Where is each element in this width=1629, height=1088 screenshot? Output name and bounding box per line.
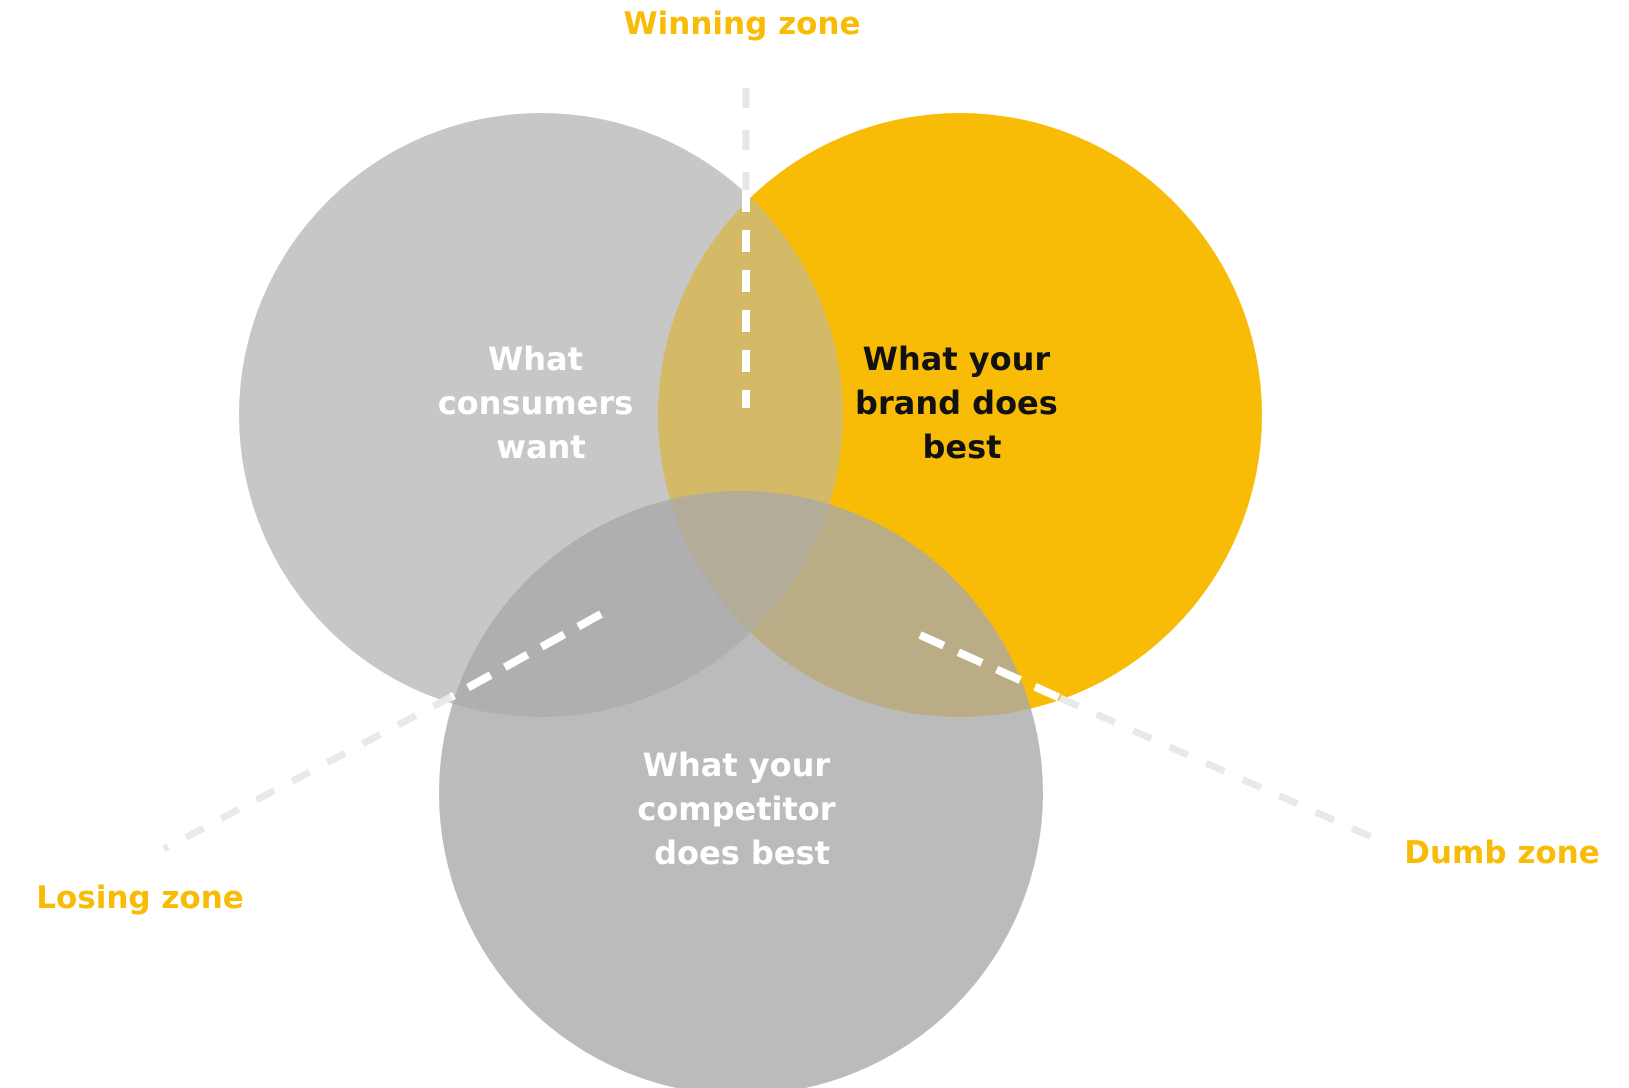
competitor-label-line1: What your (643, 746, 831, 784)
dumb-zone-leader (918, 631, 1376, 842)
brand-label-line1: What your (863, 340, 1051, 378)
consumers-circle-label: What consumers want (438, 340, 645, 466)
dumb-zone-label: Dumb zone (1404, 835, 1600, 871)
brand-label-line2: brand does (855, 384, 1058, 422)
brand-circle-label: What your brand does best (855, 340, 1069, 466)
consumers-label-line1: What (488, 340, 583, 378)
competitor-label-line3: does best (654, 834, 830, 872)
brand-label-line3: best (923, 428, 1002, 466)
consumers-label-line2: consumers (438, 384, 633, 422)
losing-zone-leader (162, 610, 603, 853)
competitor-circle-label: What your competitor does best (637, 746, 846, 872)
consumers-label-line3: want (496, 428, 585, 466)
winning-zone-label: Winning zone (623, 6, 860, 42)
competitor-label-line2: competitor (637, 790, 835, 828)
competitor-circle (439, 491, 1043, 1088)
losing-zone-label: Losing zone (36, 880, 244, 916)
